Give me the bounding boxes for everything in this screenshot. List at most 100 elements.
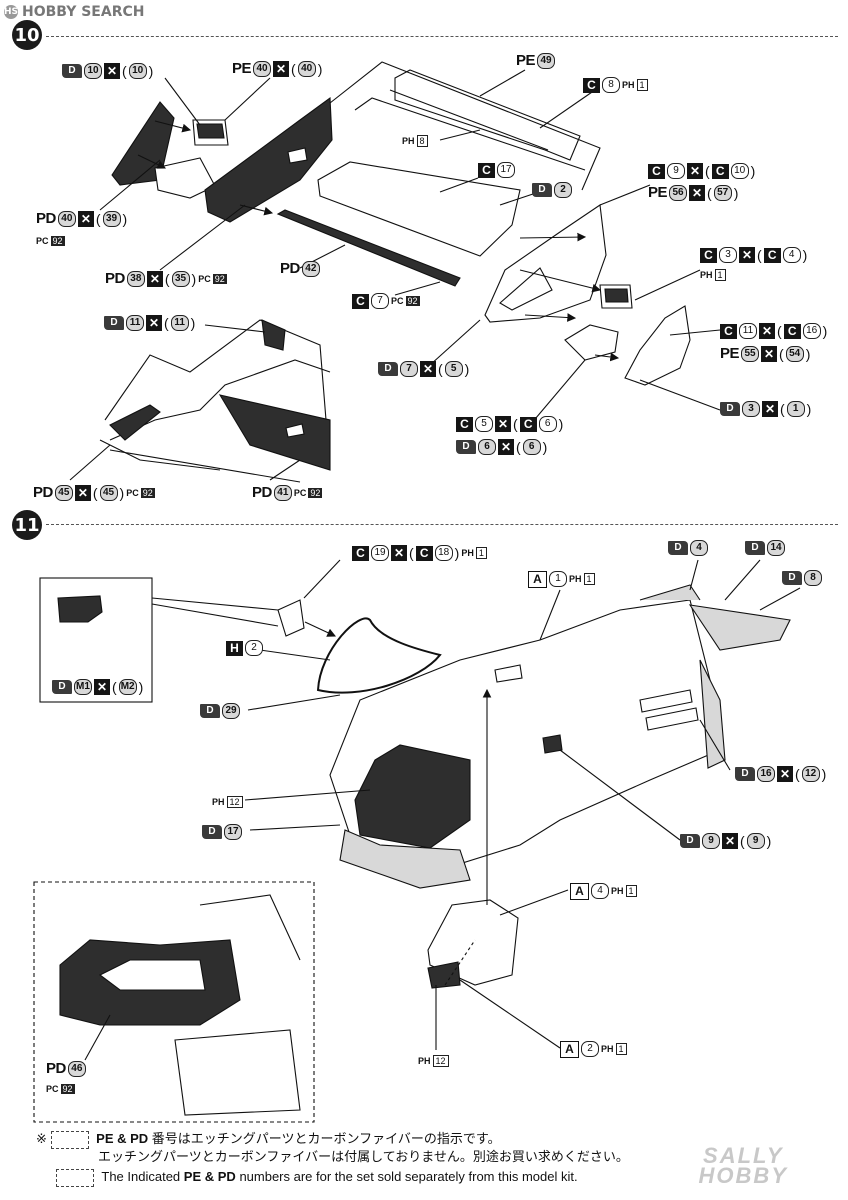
part-number: 8 [602, 77, 620, 93]
pc-tag: PC [126, 488, 139, 498]
ph-number: 8 [416, 135, 428, 147]
label-d16: D 16 ✕ (12) [735, 765, 826, 783]
pc-number: 92 [308, 488, 323, 498]
alt-number: 45 [99, 485, 118, 501]
paren-open: ( [795, 766, 800, 782]
alt-sprue-letter: C [519, 416, 537, 432]
decal-flag-icon: D [745, 541, 765, 555]
watermark-line-2: HOBBY [698, 1163, 788, 1188]
ph-tag: PH [611, 886, 624, 896]
part-number: 17 [224, 824, 242, 840]
part-number: 17 [497, 162, 515, 178]
paren-open: ( [707, 185, 712, 201]
label-a4: A 4 PH 1 [570, 882, 637, 900]
sprue-letter: C [352, 293, 369, 309]
paren-close: ) [148, 63, 154, 79]
label-pd38: PD 38 ✕ (35) PC 92 [105, 270, 227, 288]
pd-tag: PD [33, 484, 53, 501]
decal-flag-icon: D [62, 64, 82, 78]
paren-close: ) [464, 361, 470, 377]
part-number: 40 [253, 61, 272, 77]
ph-number: 12 [432, 1055, 449, 1067]
part-number: 11 [739, 323, 757, 339]
label-c8: C 8 PH 1 [583, 76, 648, 94]
placeholder-box [56, 1168, 94, 1187]
part-number: 55 [741, 346, 760, 362]
part-number: 4 [591, 883, 609, 899]
alt-number: 10 [128, 63, 147, 79]
part-number: 7 [371, 293, 389, 309]
alt-variant-icon: ✕ [689, 185, 706, 201]
label-d10: D 10 ✕ (10) [62, 62, 153, 80]
ph-number: 1 [636, 79, 648, 91]
paren-close: ) [766, 833, 772, 849]
paren-close: ) [190, 315, 196, 331]
ph-number: 1 [615, 1043, 627, 1055]
alt-sprue-letter: C [763, 247, 781, 263]
alt-variant-icon: ✕ [391, 545, 407, 561]
decal-flag-icon: D [782, 571, 802, 585]
paren-open: ( [112, 679, 117, 695]
paren-close: ) [317, 61, 323, 77]
ph-tag: PH [622, 80, 635, 90]
label-ph12a: PH 12 [212, 793, 243, 811]
ph-number: 1 [475, 547, 487, 559]
alt-variant-icon: ✕ [94, 679, 110, 695]
pc-number: 92 [60, 1084, 75, 1094]
pe-tag: PE [648, 184, 668, 201]
label-c17: C 17 [478, 162, 515, 178]
part-number: 41 [273, 485, 292, 501]
label-d4: D 4 [668, 540, 708, 556]
sprue-letter: C [352, 545, 369, 561]
alt-sprue-letter: C [415, 545, 433, 561]
part-number: 4 [690, 540, 708, 556]
part-number: 42 [301, 261, 320, 277]
footer-line-1: 番号はエッチングパーツとカーボンファイバーの指示です。 [151, 1131, 501, 1146]
alt-variant-icon: ✕ [104, 63, 120, 79]
label-pd46: PD 46 [46, 1060, 86, 1078]
label-d6: D 6 ✕ (6) [456, 438, 547, 456]
ph-number: 12 [226, 796, 243, 808]
label-pd42: PD 42 [280, 260, 320, 278]
part-number: 3 [742, 401, 760, 417]
label-pe55: PE 55 ✕ (54) [720, 345, 810, 363]
alt-number: 16 [802, 323, 821, 339]
site-logo[interactable]: HS HOBBY SEARCH [4, 4, 144, 20]
label-pd41: PD 41 PC 92 [252, 484, 323, 502]
label-c3-ph: PH 1 [700, 266, 726, 284]
alt-number: 40 [297, 61, 316, 77]
ph-tag: PH [418, 1056, 431, 1066]
label-d17: D 17 [202, 824, 242, 840]
decal-flag-icon: D [200, 704, 220, 718]
decal-flag-icon: D [735, 767, 755, 781]
sprue-letter: C [700, 247, 717, 263]
alt-number: M2 [118, 679, 137, 695]
alt-number: 57 [713, 185, 732, 201]
part-number: 16 [757, 766, 775, 782]
paren-open: ( [780, 401, 785, 417]
label-pd40-pc: PC 92 [36, 232, 65, 250]
label-d29: D 29 [200, 703, 240, 719]
sprue-letter: C [648, 163, 665, 179]
pd-tag: PD [46, 1060, 66, 1077]
paren-open: ( [705, 163, 710, 179]
paren-open: ( [513, 416, 518, 432]
alt-variant-icon: ✕ [761, 346, 778, 362]
paren-close: ) [806, 401, 812, 417]
alt-variant-icon: ✕ [777, 766, 793, 782]
alt-number: 11 [170, 315, 189, 331]
part-number: 14 [767, 540, 785, 556]
footer-en-tags: PE & PD [183, 1169, 236, 1184]
paren-open: ( [95, 211, 101, 227]
alt-variant-icon: ✕ [74, 485, 91, 501]
alt-number: 12 [801, 766, 820, 782]
pe-tag: PE [232, 60, 252, 77]
watermark-line-1: SALLY [703, 1143, 784, 1168]
alt-number: 39 [102, 211, 121, 227]
part-number: 2 [554, 182, 572, 198]
alt-number: 5 [444, 361, 463, 377]
placeholder-box [50, 1130, 89, 1149]
paren-open: ( [779, 346, 784, 362]
ph-tag: PH [461, 548, 474, 558]
